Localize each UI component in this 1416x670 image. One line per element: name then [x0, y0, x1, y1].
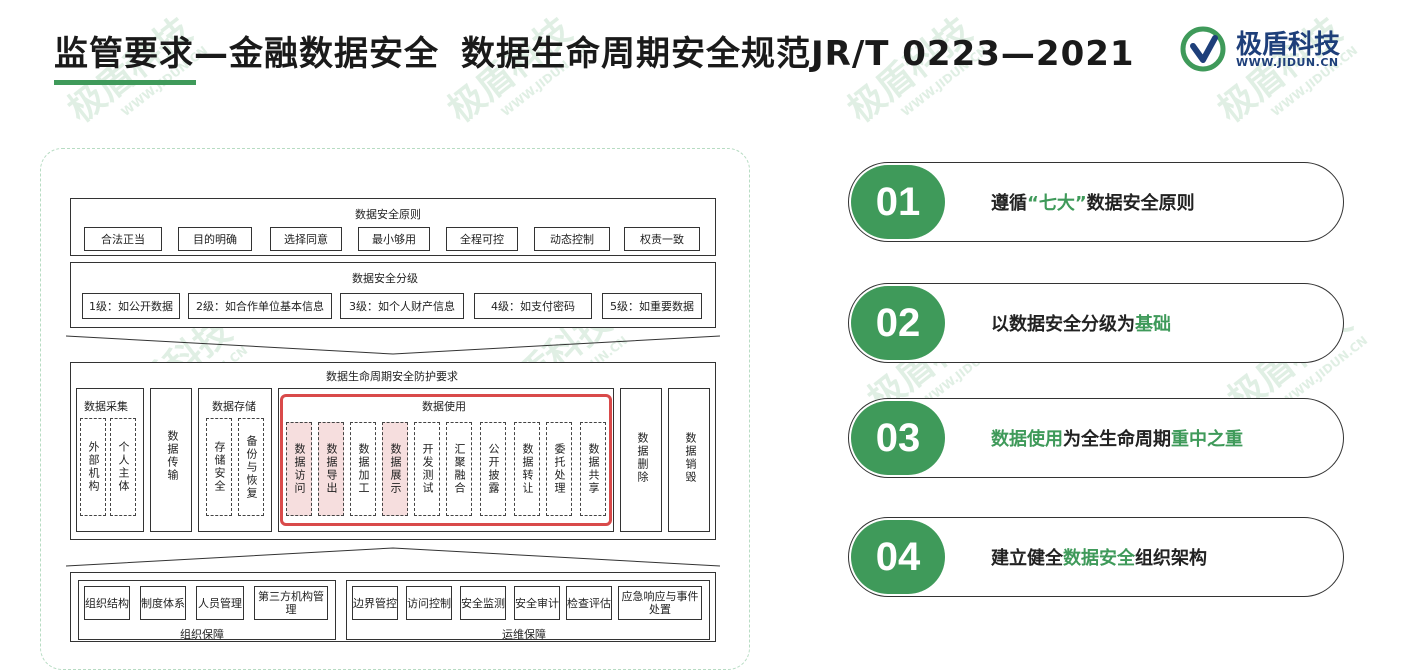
storage-title: 数据存储 [212, 400, 256, 413]
lifecycle-title: 数据生命周期安全防护要求 [326, 370, 458, 383]
usage-item: 开发测试 [414, 422, 440, 516]
principle-item: 权责一致 [624, 227, 700, 251]
ops-footer: 运维保障 [502, 628, 546, 641]
point-number: 03 [851, 401, 945, 475]
org-item: 制度体系 [140, 586, 186, 620]
usage-title: 数据使用 [422, 400, 466, 413]
usage-item: 数据访问 [286, 422, 312, 516]
ops-item: 访问控制 [406, 586, 452, 620]
transfer-box [150, 388, 192, 532]
usage-item: 数据共享 [580, 422, 606, 516]
usage-item: 汇聚融合 [446, 422, 472, 516]
logo-name: 极盾科技 [1236, 30, 1341, 60]
delete-label: 数据删除 [636, 432, 649, 484]
point-number: 04 [851, 520, 945, 594]
principle-item: 目的明确 [178, 227, 252, 251]
key-point-2: 02 以数据安全分级为基础 [848, 283, 1344, 363]
usage-item: 数据导出 [318, 422, 344, 516]
principles-title: 数据安全原则 [355, 208, 421, 221]
usage-item: 委托处理 [546, 422, 572, 516]
delete-box [620, 388, 662, 532]
point-text: 遵循“七大”数据安全原则 [991, 193, 1195, 214]
point-number: 02 [851, 286, 945, 360]
principle-item: 选择同意 [270, 227, 342, 251]
org-item: 第三方机构管理 [254, 586, 328, 620]
point-text: 以数据安全分级为基础 [991, 314, 1171, 335]
transfer-label: 数据传输 [166, 430, 179, 482]
principle-item: 全程可控 [446, 227, 518, 251]
ops-item: 检查评估 [566, 586, 612, 620]
title-standard: 数据生命周期安全规范JR/T 0223—2021 [461, 34, 1135, 74]
up-arrow-shape [66, 547, 720, 567]
ops-item: 边界管控 [352, 586, 398, 620]
title-underline [54, 80, 196, 85]
collect-title: 数据采集 [84, 400, 128, 413]
collect-item: 外部机构 [80, 418, 106, 516]
point-text: 建立健全数据安全组织架构 [991, 548, 1207, 569]
collect-item: 个人主体 [110, 418, 136, 516]
logo-url: WWW.JIDUN.CN [1236, 56, 1339, 69]
key-point-3: 03 数据使用为全生命周期重中之重 [848, 398, 1344, 478]
destroy-box [668, 388, 710, 532]
usage-item: 数据转让 [514, 422, 540, 516]
logo-shield-icon [1180, 26, 1226, 72]
org-footer: 组织保障 [180, 628, 224, 641]
usage-item: 数据加工 [350, 422, 376, 516]
grading-title: 数据安全分级 [352, 272, 418, 285]
page-title: 监管要求—金融数据安全数据生命周期安全规范JR/T 0223—2021 [54, 26, 1135, 75]
title-regulation: 监管要求—金融数据安全 [54, 34, 439, 74]
principle-item: 最小够用 [358, 227, 430, 251]
grade-item: 3级：如个人财产信息 [340, 293, 464, 319]
grade-item: 5级：如重要数据 [602, 293, 702, 319]
usage-item: 公开披露 [480, 422, 506, 516]
usage-item: 数据展示 [382, 422, 408, 516]
company-logo: 极盾科技 WWW.JIDUN.CN [1180, 22, 1360, 74]
principle-item: 动态控制 [534, 227, 610, 251]
storage-item: 存储安全 [206, 418, 232, 516]
ops-item: 应急响应与事件处置 [618, 586, 702, 620]
point-number: 01 [851, 165, 945, 239]
principle-item: 合法正当 [84, 227, 162, 251]
ops-item: 安全监测 [460, 586, 506, 620]
ops-item: 安全审计 [514, 586, 560, 620]
grade-item: 1级：如公开数据 [82, 293, 180, 319]
key-point-1: 01 遵循“七大”数据安全原则 [848, 162, 1344, 242]
point-text: 数据使用为全生命周期重中之重 [991, 429, 1243, 450]
org-item: 组织结构 [84, 586, 130, 620]
grade-item: 2级：如合作单位基本信息 [188, 293, 332, 319]
grade-item: 4级：如支付密码 [474, 293, 592, 319]
destroy-label: 数据销毁 [684, 432, 697, 484]
down-arrow-shape [66, 335, 720, 355]
org-item: 人员管理 [196, 586, 244, 620]
storage-item: 备份与恢复 [238, 418, 264, 516]
usage-highlight-frame [280, 394, 612, 526]
key-point-4: 04 建立健全数据安全组织架构 [848, 517, 1344, 597]
